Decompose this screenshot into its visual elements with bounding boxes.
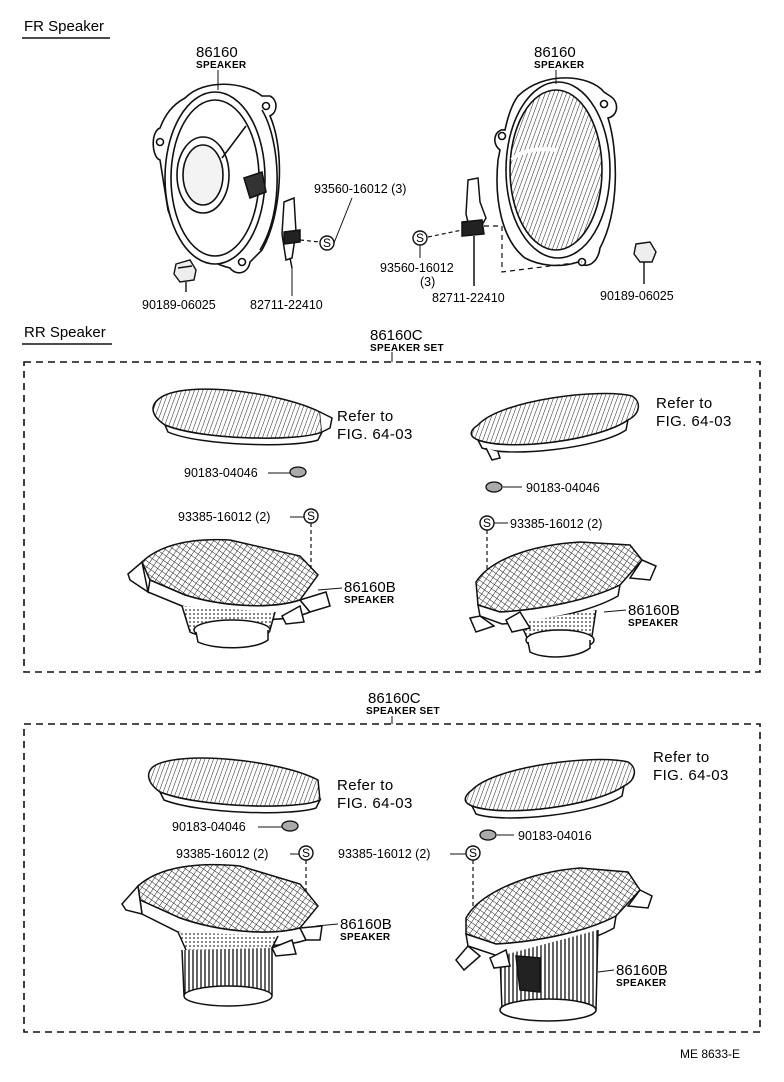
rr1-left-refer-line1: Refer to [337, 408, 394, 425]
rr2-left-nut-drawing [281, 820, 299, 832]
rr2-set-label: SPEAKER SET [366, 706, 440, 717]
rr2-set-pn: 86160C [368, 690, 421, 707]
fr-right-speaker-pn: 86160 [534, 44, 576, 61]
rr1-left-speaker-drawing [127, 538, 331, 649]
rr2-right-speaker-pn: 86160B [616, 962, 668, 979]
rr2-right-refer-line2: FIG. 64-03 [653, 767, 729, 784]
rr2-right-speaker-drawing [455, 867, 653, 1022]
fr-left-screw-symbol-letter: S [323, 236, 331, 250]
rr2-right-grille-drawing [464, 758, 636, 819]
rr1-right-refer-line1: Refer to [656, 395, 713, 412]
fr-right-clip-pn: 90189-06025 [600, 289, 674, 303]
rr2-left-grille-drawing [147, 757, 322, 814]
rr2-left-refer-line1: Refer to [337, 777, 394, 794]
rr1-left-speaker-label: SPEAKER [344, 595, 395, 606]
rr2-left-speaker-label: SPEAKER [340, 932, 391, 943]
fr-right-screw-symbol-letter: S [416, 231, 424, 245]
rr2-left-speaker-drawing [121, 863, 323, 1007]
rr1-right-speaker-pn: 86160B [628, 602, 680, 619]
rr1-set-pn: 86160C [370, 327, 423, 344]
fr-left-clip-drawing [173, 259, 197, 292]
fr-right-bracket-drawing [461, 177, 487, 286]
fr-left-bracket-drawing [281, 196, 301, 269]
fr-right-clip-drawing [633, 241, 657, 284]
rr1-left-screw-symbol-letter: S [307, 509, 315, 523]
rr2-left-screw-symbol-letter: S [302, 846, 310, 860]
rr1-right-screw-symbol-letter: S [483, 516, 491, 530]
rr2-left-screw-pn: 93385-16012 (2) [176, 847, 268, 861]
rr1-right-speaker-label: SPEAKER [628, 618, 679, 629]
fr-left-bracket-pn: 82711-22410 [250, 298, 323, 312]
rr1-set-boundary [23, 361, 761, 673]
fr-left-speaker-label: SPEAKER [196, 60, 247, 71]
fr-left-clip-pn: 90189-06025 [142, 298, 216, 312]
fr-right-screw-pn: 93560-16012 [380, 261, 454, 275]
rr1-right-screw-pn: 93385-16012 (2) [510, 517, 602, 531]
rr2-right-nut-drawing [479, 829, 497, 841]
rr1-right-refer-line2: FIG. 64-03 [656, 413, 732, 430]
fr-left-speaker-pn: 86160 [196, 44, 238, 61]
fr-right-bracket-pn: 82711-22410 [432, 291, 505, 305]
fr-right-screw-qty: (3) [420, 275, 435, 289]
rr1-left-speaker-pn: 86160B [344, 579, 396, 596]
rr1-left-screw-pn: 93385-16012 (2) [178, 510, 270, 524]
rr1-left-grille-drawing [152, 388, 333, 446]
rr1-right-nut-pn: 90183-04046 [526, 481, 600, 495]
fr-speaker-title: FR Speaker [24, 18, 104, 35]
rr2-left-nut-pn: 90183-04046 [172, 820, 246, 834]
rr2-right-speaker-label: SPEAKER [616, 978, 667, 989]
rr2-right-screw-symbol-letter: S [469, 846, 477, 860]
rr1-right-grille-drawing [470, 392, 640, 461]
rr1-right-speaker-drawing [468, 541, 657, 658]
rr2-left-speaker-pn: 86160B [340, 916, 392, 933]
rr1-left-refer-line2: FIG. 64-03 [337, 426, 413, 443]
rr2-right-nut-pn: 90183-04016 [518, 829, 592, 843]
fr-right-speaker-drawing [494, 77, 618, 267]
rr2-left-refer-line2: FIG. 64-03 [337, 795, 413, 812]
rr2-right-refer-line1: Refer to [653, 749, 710, 766]
figure-code: ME 8633-E [680, 1047, 740, 1061]
rr1-right-nut-drawing [485, 481, 503, 493]
fr-left-speaker-drawing [152, 83, 281, 274]
rr1-set-label: SPEAKER SET [370, 343, 444, 354]
rr2-right-screw-pn: 93385-16012 (2) [338, 847, 430, 861]
fr-left-screw-pn: 93560-16012 (3) [314, 182, 406, 196]
rr1-left-nut-pn: 90183-04046 [184, 466, 258, 480]
rr2-set-boundary [23, 723, 761, 1033]
fr-right-speaker-label: SPEAKER [534, 60, 585, 71]
rr1-left-nut-drawing [289, 466, 307, 478]
rr-speaker-title: RR Speaker [24, 324, 106, 341]
